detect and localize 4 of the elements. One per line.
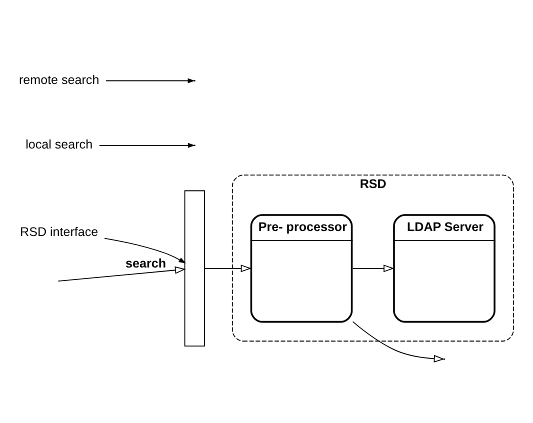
node-text: remote search (18, 72, 100, 87)
node-text: local search (26, 137, 93, 152)
edge-label: search (126, 256, 166, 270)
node-text: RSD interface (20, 224, 98, 238)
